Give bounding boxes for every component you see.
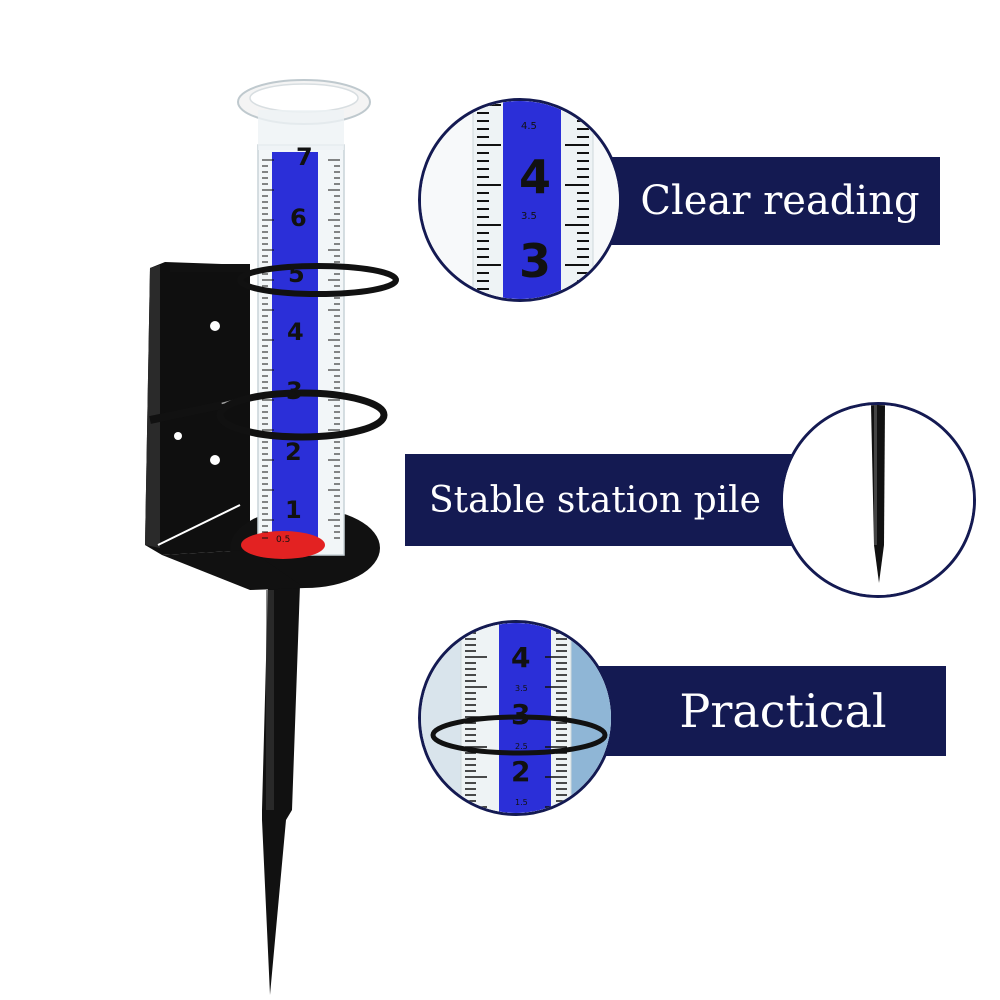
zoom3-number-2: 2 [511,755,530,788]
zoom3-half-25: 2.5 [515,742,528,751]
zoom-number-3: 3 [519,234,551,288]
zoom3-half-35: 3.5 [515,684,528,693]
scale-zoom-image: 4.5 4 3.5 3 [421,101,619,299]
feature-banner-clear-reading: Clear reading [560,157,940,245]
zoom-circle-stable-pile [780,402,976,598]
feature-banner-practical: Practical [560,666,946,756]
scale-number-2: 2 [285,438,302,466]
scale-number-1: 1 [285,496,302,524]
zoom-circle-practical: 4 3.5 3 2.5 2 1.5 [418,620,614,816]
scale-number-7: 7 [296,143,313,171]
scale-number-6: 6 [290,204,307,232]
zoom3-half-15: 1.5 [515,798,528,807]
gauge-product-image: 7 6 5 4 3 2 1 0.5 [145,79,399,995]
stake-zoom-image [783,405,973,595]
zoom-half-mark-35: 3.5 [521,211,537,222]
feature-label-practical: Practical [679,684,887,738]
scale-half-mark: 0.5 [276,535,290,545]
scale-number-5: 5 [288,260,305,288]
zoom3-number-3: 3 [511,698,530,731]
scale-number-4: 4 [287,318,304,346]
scale-number-3: 3 [286,377,303,405]
zoom-half-mark-45: 4.5 [521,121,537,132]
zoom-circle-clear-reading: 4.5 4 3.5 3 [418,98,622,302]
practical-zoom-image: 4 3.5 3 2.5 2 1.5 [421,623,611,813]
rain-gauge-product: 7 6 5 4 3 2 1 0.5 [0,0,420,1000]
feature-label-clear-reading: Clear reading [640,178,920,224]
zoom-number-4: 4 [519,150,551,204]
feature-banner-stable-pile: Stable station pile [405,454,825,546]
feature-label-stable-pile: Stable station pile [429,479,761,521]
zoom3-number-4: 4 [511,641,530,674]
